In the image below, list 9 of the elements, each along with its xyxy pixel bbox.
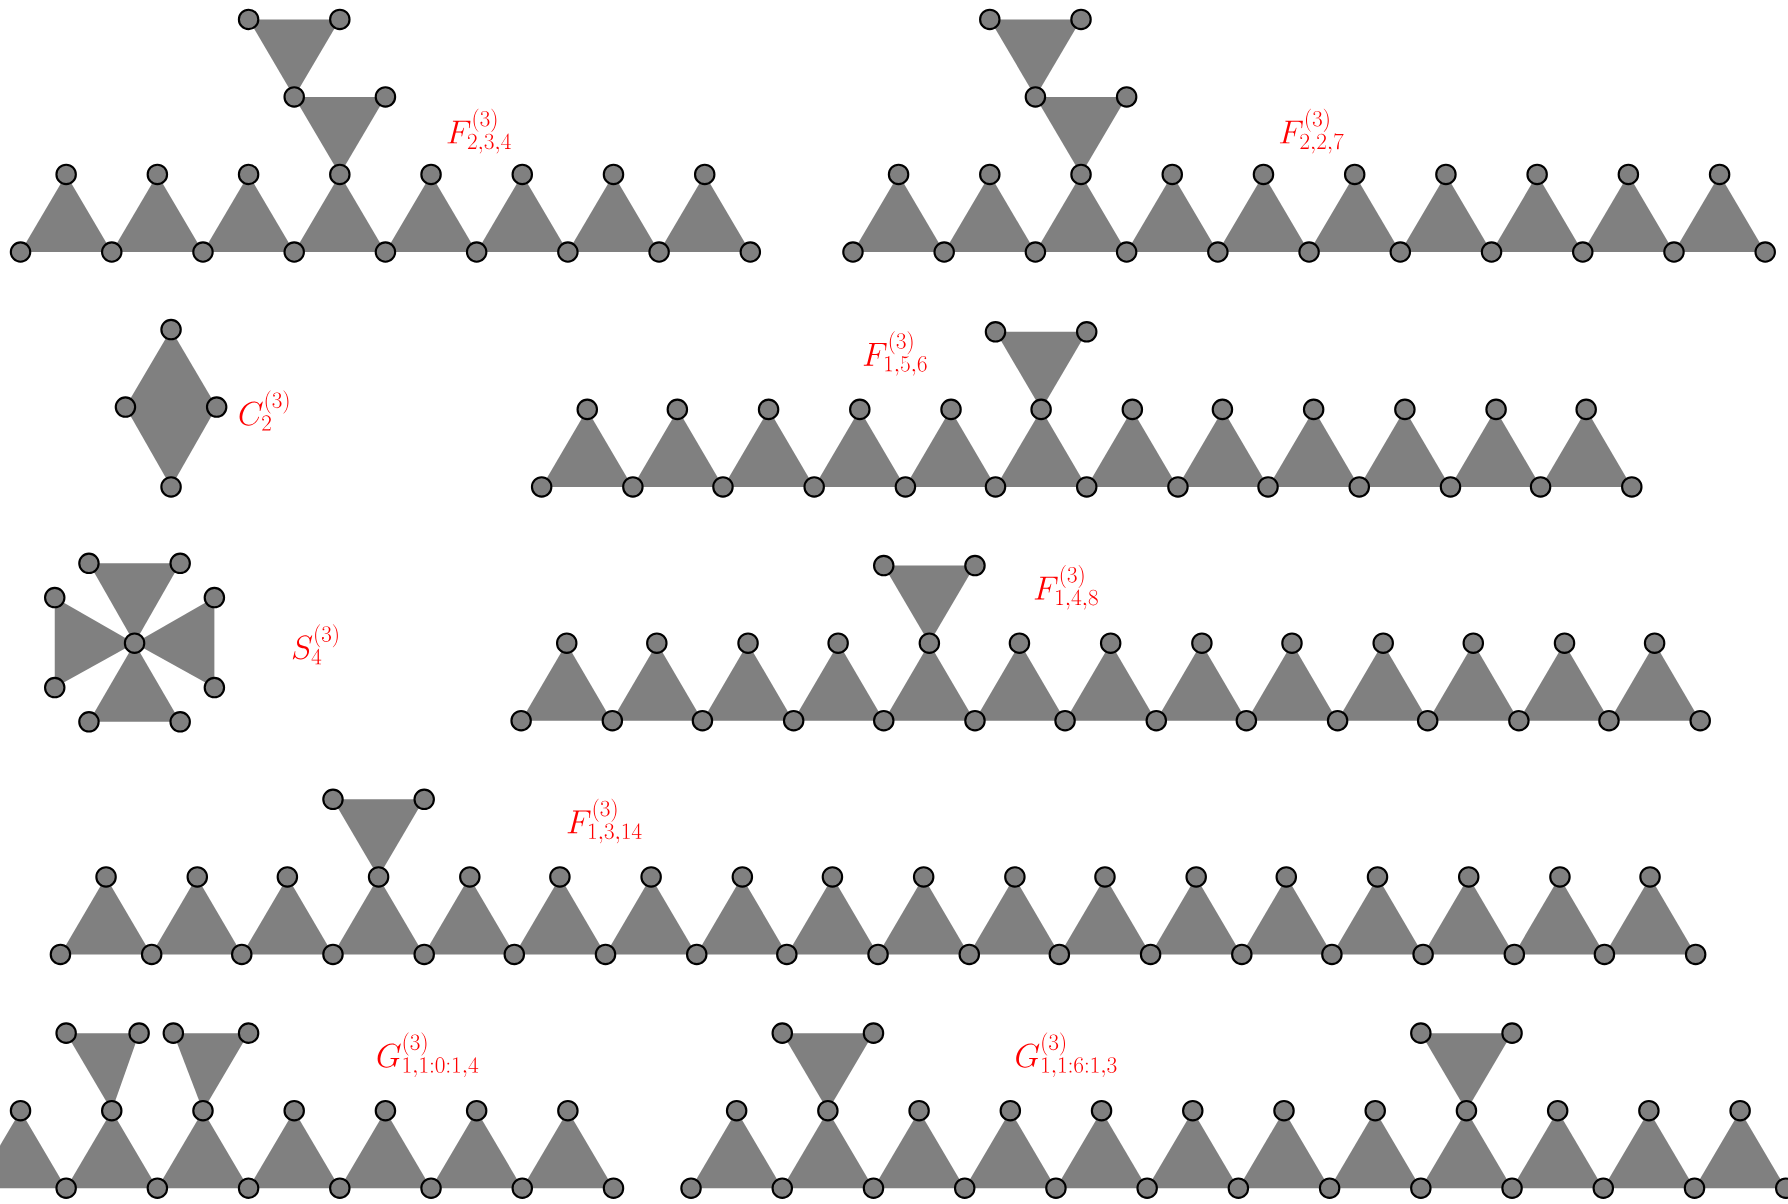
formula-label: $F^{(3)}_{1,5,6}$ bbox=[863, 331, 927, 376]
formula-label: $F^{(3)}_{2,3,4}$ bbox=[447, 108, 511, 154]
formula-label: $C^{(3)}_{2}$ bbox=[239, 390, 289, 431]
formula-label: $F^{(3)}_{2,2,7}$ bbox=[1279, 108, 1344, 154]
formula-label: $G^{(3)}_{1,1:6:1,3}$ bbox=[1016, 1032, 1117, 1077]
formula-label: $S^{(3)}_{4}$ bbox=[292, 624, 338, 665]
formula-label: $F^{(3)}_{1,3,14}$ bbox=[567, 798, 642, 844]
formula-label: $F^{(3)}_{1,4,8}$ bbox=[1034, 564, 1098, 610]
formula-label: $G^{(3)}_{1,1:0:1,4}$ bbox=[377, 1032, 479, 1077]
